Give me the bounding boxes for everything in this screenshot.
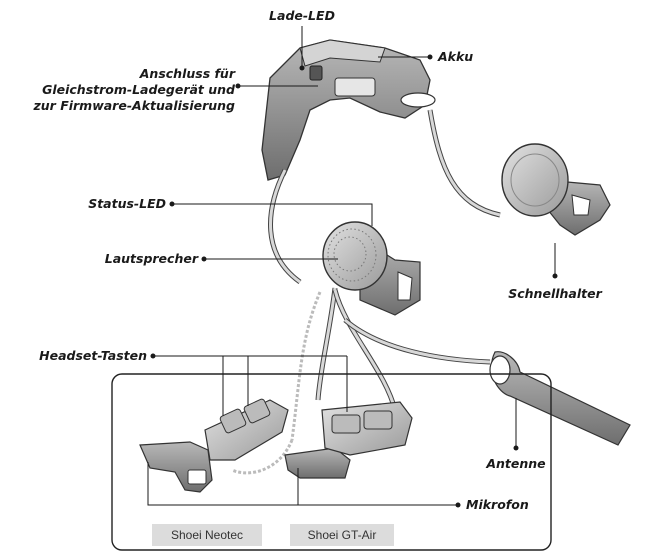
antenna (490, 352, 630, 445)
label-headset-tasten: Headset-Tasten (39, 348, 147, 363)
label-schnellhalter: Schnellhalter (508, 286, 602, 301)
model-tag-neotec: Shoei Neotec (152, 524, 262, 546)
label-status-led: Status-LED (88, 196, 166, 211)
label-anschluss: Anschluss für Gleichstrom-Ladegerät und … (34, 66, 236, 114)
model-tag-gtair: Shoei GT-Air (290, 524, 394, 546)
label-akku: Akku (437, 49, 473, 64)
quick-mount (502, 144, 610, 235)
label-lade-led: Lade-LED (269, 8, 335, 23)
label-mikrofon: Mikrofon (466, 497, 529, 512)
label-lautsprecher: Lautsprecher (105, 251, 199, 266)
label-anschluss-line-2: Gleichstrom-Ladegerät und (34, 82, 236, 98)
label-anschluss-line-1: Anschluss für (34, 66, 236, 82)
main-unit (262, 40, 435, 180)
neotec-module (140, 398, 288, 492)
label-antenne: Antenne (485, 456, 545, 471)
label-anschluss-line-3: zur Firmware-Aktualisierung (34, 98, 236, 114)
gtair-module (285, 402, 412, 478)
